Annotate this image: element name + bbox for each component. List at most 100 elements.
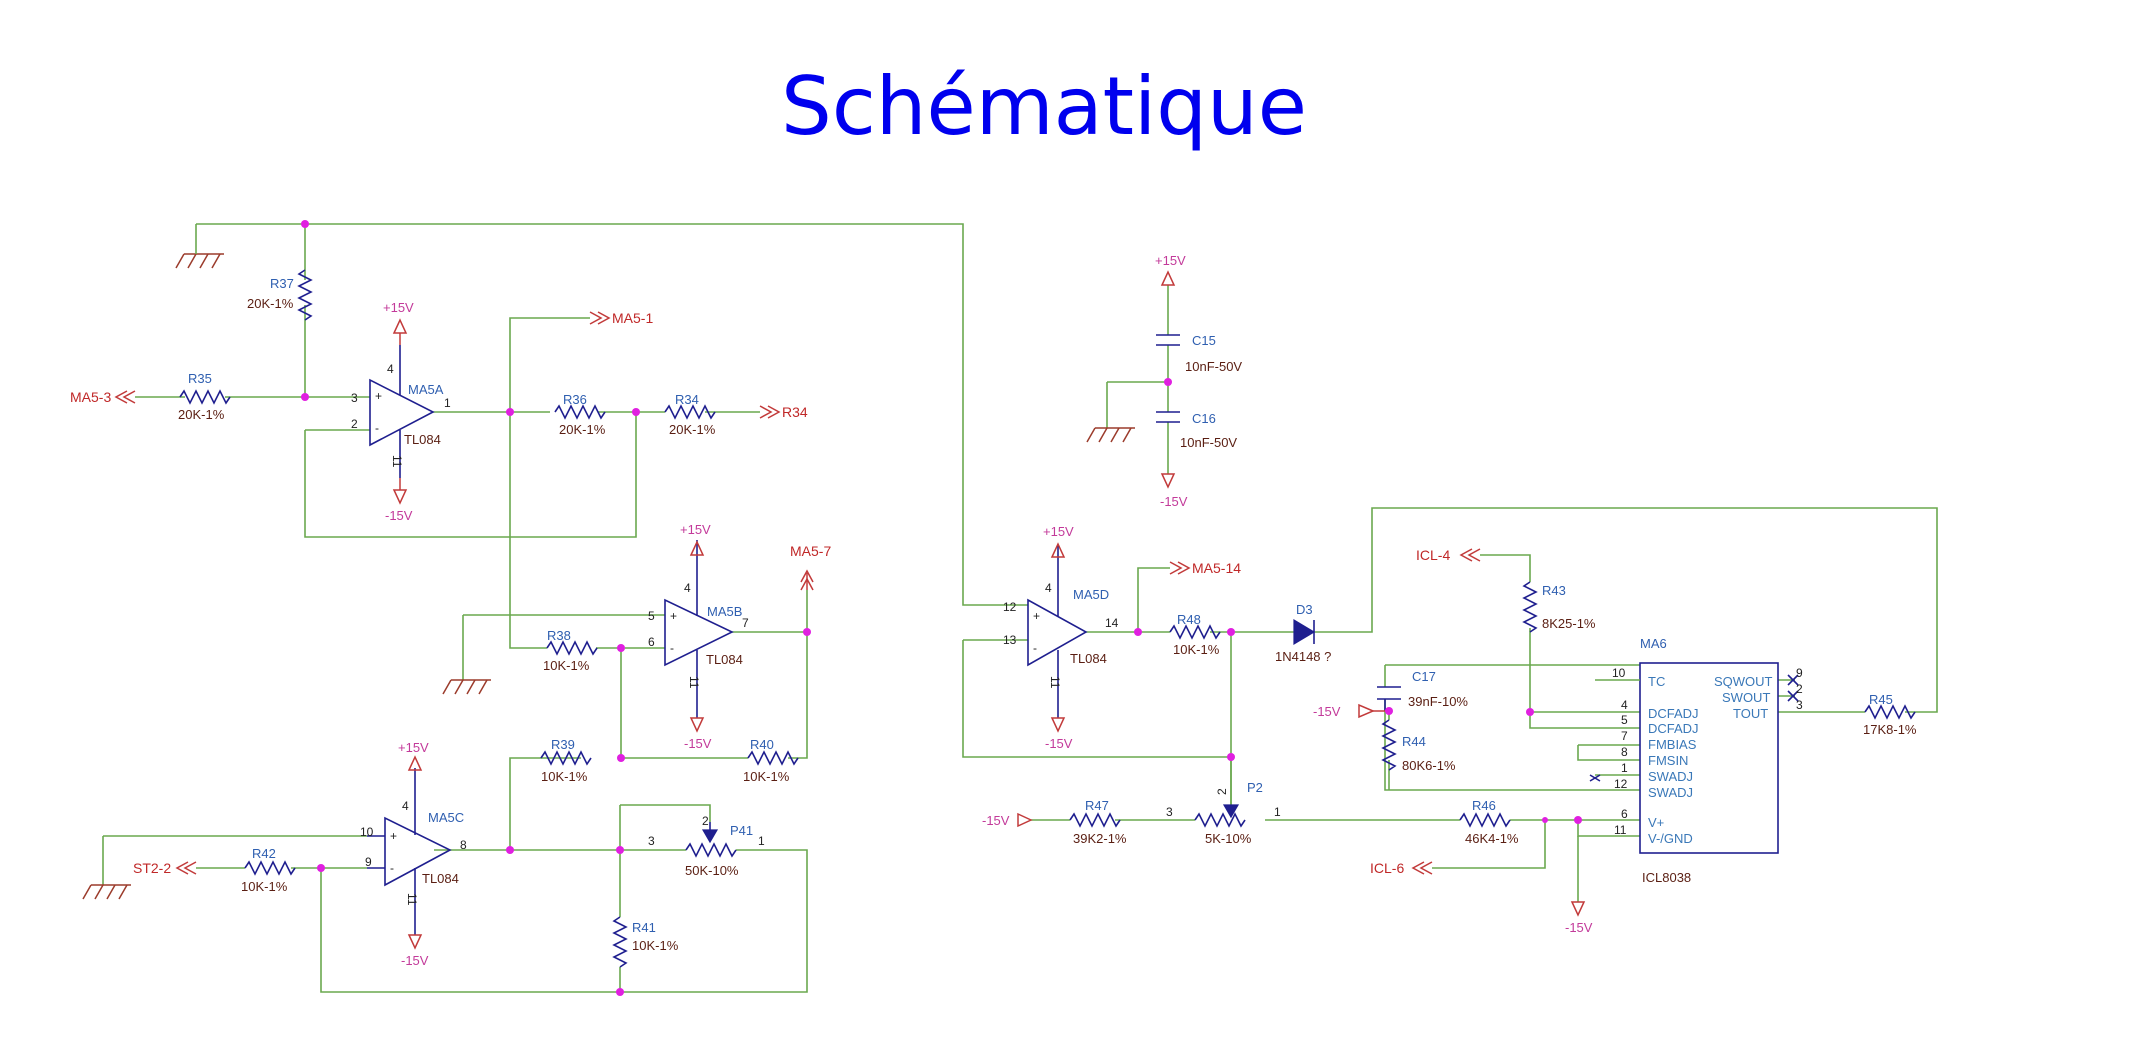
- resistor-ref: R41: [632, 920, 656, 935]
- power-label: -15V: [1160, 494, 1188, 509]
- resistor-value: 46K4-1%: [1465, 831, 1519, 846]
- pin-number: 11: [1614, 823, 1627, 837]
- potentiometer-p2: 3 2 1 P2 5K-10%: [1166, 780, 1281, 846]
- capacitor-value: 10nF-50V: [1185, 359, 1242, 374]
- resistor-value: 10K-1%: [1173, 642, 1220, 657]
- pin-label: 1: [758, 834, 765, 848]
- opamp-ref: MA5B: [707, 604, 742, 619]
- resistor-value: 20K-1%: [247, 296, 294, 311]
- resistor-r47: R47 39K2-1%: [1069, 798, 1127, 846]
- resistor-ref: R47: [1085, 798, 1109, 813]
- capacitor-value: 10nF-50V: [1180, 435, 1237, 450]
- pin-label: 12: [1003, 600, 1017, 614]
- pin-number: 1: [1621, 761, 1628, 775]
- power-label: +15V: [680, 522, 711, 537]
- pin-label: 3: [351, 391, 358, 405]
- svg-text:-: -: [390, 861, 394, 875]
- svg-text:MA5-3: MA5-3: [70, 389, 111, 405]
- opamp-value: TL084: [706, 652, 743, 667]
- svg-text:-: -: [1033, 641, 1037, 655]
- svg-text:+: +: [375, 389, 382, 403]
- power-label: -15V: [1313, 704, 1341, 719]
- resistor-ref: R36: [563, 392, 587, 407]
- power-label: -15V: [684, 736, 712, 751]
- net-label-ma5-1: MA5-1: [589, 310, 653, 326]
- pin-name: SWOUT: [1722, 690, 1770, 705]
- power-label: -15V: [982, 813, 1010, 828]
- svg-text:ICL-6: ICL-6: [1370, 860, 1404, 876]
- resistor-r36: R36 20K-1%: [554, 392, 606, 437]
- resistor-r44: R44 80K6-1%: [1381, 719, 1456, 773]
- pin-number: 5: [1621, 713, 1628, 727]
- net-label-r34: R34: [759, 404, 808, 420]
- resistor-ref: R38: [547, 628, 571, 643]
- net-label-ma5-7: MA5-7: [790, 543, 831, 591]
- net-label-st2-2: ST2-2: [133, 860, 215, 876]
- pin-label: 11: [405, 893, 419, 906]
- pin-label: 4: [387, 362, 394, 376]
- pin-label: 14: [1105, 616, 1119, 630]
- pin-label: 10: [360, 825, 374, 839]
- power-label: -15V: [385, 508, 413, 523]
- junction-dots: [301, 220, 1582, 996]
- resistor-r45: R45 17K8-1%: [1863, 692, 1917, 737]
- svg-text:-: -: [375, 421, 379, 435]
- pin-name: V-/GND: [1648, 831, 1693, 846]
- resistor-ref: R43: [1542, 583, 1566, 598]
- pin-number: 3: [1796, 698, 1803, 712]
- pin-name: SQWOUT: [1714, 674, 1773, 689]
- svg-text:ICL-4: ICL-4: [1416, 547, 1450, 563]
- pin-number: 7: [1621, 729, 1628, 743]
- ic-ma6: MA6 ICL8038 10 TC 4 DCFADJ 5 DCFADJ 7 FM…: [1589, 636, 1803, 885]
- potentiometer-ref: P41: [730, 823, 753, 838]
- net-labels: MA5-3 MA5-1 R34 MA5-7 ST2-2 MA5-14 ICL-4: [70, 310, 1481, 876]
- svg-text:MA5-7: MA5-7: [790, 543, 831, 559]
- pin-label: 8: [460, 838, 467, 852]
- resistor-ref: R44: [1402, 734, 1426, 749]
- svg-text:R34: R34: [782, 404, 808, 420]
- capacitor-ref: C17: [1412, 669, 1436, 684]
- pin-number: 9: [1796, 666, 1803, 680]
- resistor-ref: R48: [1177, 612, 1201, 627]
- resistor-ref: R39: [551, 737, 575, 752]
- capacitor-c17: C17 39nF-10%: [1377, 669, 1468, 711]
- resistor-ref: R37: [270, 276, 294, 291]
- pin-label: 13: [1003, 633, 1017, 647]
- resistor-r37: R37 20K-1%: [247, 269, 313, 321]
- pin-number: 10: [1612, 666, 1626, 680]
- pin-label: 4: [684, 581, 691, 595]
- pin-number: 8: [1621, 745, 1628, 759]
- power-label: +15V: [398, 740, 429, 755]
- opamp-ma5c: + - 10 9 8 4 11 MA5C TL084: [360, 768, 467, 935]
- diode-value: 1N4148 ?: [1275, 649, 1331, 664]
- net-label-ma5-14: MA5-14: [1169, 560, 1241, 576]
- svg-text:+: +: [1033, 609, 1040, 623]
- resistor-ref: R46: [1472, 798, 1496, 813]
- power-label: +15V: [1043, 524, 1074, 539]
- net-label-icl-4: ICL-4: [1416, 547, 1481, 563]
- pin-label: 11: [1048, 676, 1062, 689]
- opamp-ma5b: + - 5 6 7 4 11 MA5B TL084: [648, 540, 749, 718]
- resistor-value: 17K8-1%: [1863, 722, 1917, 737]
- svg-text:ST2-2: ST2-2: [133, 860, 171, 876]
- capacitor-c16: C16 10nF-50V: [1156, 411, 1237, 450]
- resistor-r35: R35 20K-1%: [178, 371, 231, 422]
- ic-value: ICL8038: [1642, 870, 1691, 885]
- resistor-r46: R46 46K4-1%: [1459, 798, 1519, 846]
- svg-text:MA5-14: MA5-14: [1192, 560, 1241, 576]
- opamp-value: TL084: [1070, 651, 1107, 666]
- resistor-value: 20K-1%: [178, 407, 225, 422]
- pin-label: 2: [702, 814, 709, 828]
- ground-icon: [175, 253, 225, 269]
- resistor-r43: R43 8K25-1%: [1522, 581, 1596, 633]
- pin-label: 4: [402, 799, 409, 813]
- resistor-r41: R41 10K-1%: [612, 916, 679, 968]
- resistor-r34: R34 20K-1%: [664, 392, 716, 437]
- pin-number: 4: [1621, 698, 1628, 712]
- pin-number: 12: [1614, 777, 1628, 791]
- svg-text:+: +: [390, 829, 397, 843]
- capacitor-ref: C15: [1192, 333, 1216, 348]
- potentiometer-value: 5K-10%: [1205, 831, 1252, 846]
- opamp-value: TL084: [404, 432, 441, 447]
